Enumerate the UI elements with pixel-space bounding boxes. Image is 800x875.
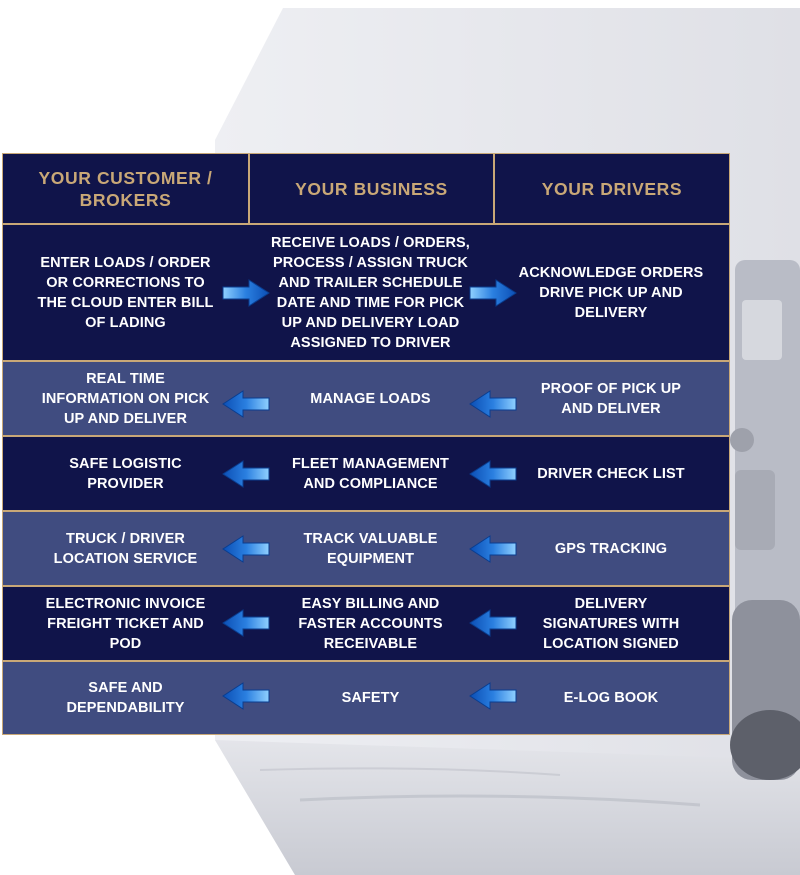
customer-text: ENTER LOADS / ORDER OR CORRECTIONS TO TH… [37, 254, 214, 331]
customer-cell: SAFE AND DEPENDABILITY [3, 662, 248, 734]
drivers-text: DELIVERY SIGNATURES WITH LOCATION SIGNED [542, 595, 680, 652]
header-drivers-label: YOUR DRIVERS [541, 178, 683, 199]
business-text: FLEET MANAGEMENT AND COMPLIANCE [291, 455, 450, 492]
drivers-text: E-LOG BOOK [563, 690, 659, 706]
drivers-text: ACKNOWLEDGE ORDERS DRIVE PICK UP AND DEL… [518, 264, 704, 321]
header-row: YOUR CUSTOMER / BROKERS YOUR BUSINESS YO… [3, 154, 729, 223]
business-text: RECEIVE LOADS / ORDERS, PROCESS / ASSIGN… [271, 234, 470, 351]
table-row: SAFE AND DEPENDABILITY SAFETY E-LOG BOOK [3, 662, 729, 734]
header-customer-brokers: YOUR CUSTOMER / BROKERS [3, 154, 248, 223]
table-row: TRUCK / DRIVER LOCATION SERVICE TRACK VA… [3, 512, 729, 585]
customer-text: ELECTRONIC INVOICE FREIGHT TICKET AND PO… [45, 595, 206, 652]
drivers-cell: DELIVERY SIGNATURES WITH LOCATION SIGNED [493, 587, 729, 660]
business-text: TRACK VALUABLE EQUIPMENT [303, 530, 438, 567]
business-text: EASY BILLING AND FASTER ACCOUNTS RECEIVA… [298, 595, 443, 652]
drivers-cell: GPS TRACKING [493, 512, 729, 585]
table-row: SAFE LOGISTIC PROVIDER FLEET MANAGEMENT … [3, 437, 729, 510]
business-cell: FLEET MANAGEMENT AND COMPLIANCE [248, 437, 493, 510]
drivers-text: DRIVER CHECK LIST [537, 465, 685, 482]
business-text: MANAGE LOADS [310, 390, 431, 407]
drivers-text: PROOF OF PICK UP AND DELIVER [540, 380, 682, 417]
drivers-cell: PROOF OF PICK UP AND DELIVER [493, 362, 729, 435]
business-cell: EASY BILLING AND FASTER ACCOUNTS RECEIVA… [248, 587, 493, 660]
business-cell: MANAGE LOADS [248, 362, 493, 435]
customer-cell: ELECTRONIC INVOICE FREIGHT TICKET AND PO… [3, 587, 248, 660]
table-row: ENTER LOADS / ORDER OR CORRECTIONS TO TH… [3, 225, 729, 360]
business-cell: SAFETY [248, 662, 493, 734]
drivers-text: GPS TRACKING [554, 540, 668, 557]
drivers-cell: E-LOG BOOK [493, 662, 729, 734]
table-row: ELECTRONIC INVOICE FREIGHT TICKET AND PO… [3, 587, 729, 660]
customer-text: REAL TIME INFORMATION ON PICK UP AND DEL… [41, 370, 210, 427]
business-text: SAFETY [341, 690, 400, 706]
customer-text: SAFE LOGISTIC PROVIDER [69, 455, 182, 492]
customer-cell: TRUCK / DRIVER LOCATION SERVICE [3, 512, 248, 585]
workflow-table: YOUR CUSTOMER / BROKERS YOUR BUSINESS YO… [2, 153, 730, 735]
header-business-label: YOUR BUSINESS [295, 178, 448, 199]
business-cell: RECEIVE LOADS / ORDERS, PROCESS / ASSIGN… [248, 225, 493, 360]
header-business: YOUR BUSINESS [248, 154, 493, 223]
customer-text: TRUCK / DRIVER LOCATION SERVICE [53, 530, 198, 567]
customer-cell: REAL TIME INFORMATION ON PICK UP AND DEL… [3, 362, 248, 435]
header-drivers: YOUR DRIVERS [493, 154, 729, 223]
customer-cell: ENTER LOADS / ORDER OR CORRECTIONS TO TH… [3, 225, 248, 360]
business-cell: TRACK VALUABLE EQUIPMENT [248, 512, 493, 585]
header-customer-label: YOUR CUSTOMER / BROKERS [38, 167, 213, 210]
customer-text: SAFE AND DEPENDABILITY [66, 680, 185, 716]
drivers-cell: DRIVER CHECK LIST [493, 437, 729, 510]
table-row: REAL TIME INFORMATION ON PICK UP AND DEL… [3, 362, 729, 435]
drivers-cell: ACKNOWLEDGE ORDERS DRIVE PICK UP AND DEL… [493, 225, 729, 360]
customer-cell: SAFE LOGISTIC PROVIDER [3, 437, 248, 510]
